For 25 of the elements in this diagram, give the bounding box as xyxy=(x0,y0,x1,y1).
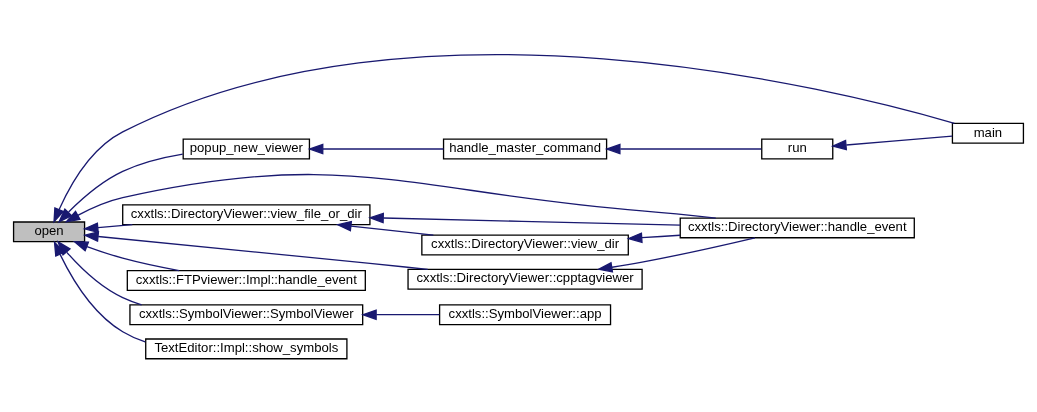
arrow xyxy=(626,231,681,243)
node-box: open xyxy=(12,220,86,242)
arrow xyxy=(368,212,681,226)
arrow xyxy=(72,240,180,271)
arrow xyxy=(57,152,184,223)
node-box: cxxtls::DirectoryViewer::handle_event xyxy=(679,216,915,238)
node-box: TextEditor::Impl::show_symbols xyxy=(145,337,348,359)
node-box: handle_master_command xyxy=(442,138,608,160)
arrow xyxy=(830,134,953,150)
arrow xyxy=(596,236,756,273)
node-box: cxxtls::SymbolViewer::app xyxy=(438,303,612,325)
node-box: cxxtls::DirectoryViewer::cpptagviewer xyxy=(407,268,643,290)
node-box: run xyxy=(761,138,834,160)
node-box: cxxtls::SymbolViewer::SymbolViewer xyxy=(129,303,364,325)
arrow xyxy=(361,308,441,320)
arrow xyxy=(307,143,445,155)
node-box: cxxtls::FTPviewer::Impl::handle_event xyxy=(126,269,366,291)
node-box: cxxtls::DirectoryViewer::view_file_or_dir xyxy=(122,203,371,225)
node-box: main xyxy=(951,122,1025,144)
arrow xyxy=(335,220,434,236)
arrow xyxy=(604,143,762,155)
arrow xyxy=(82,230,429,270)
arrow xyxy=(82,221,133,233)
node-box: popup_new_viewer xyxy=(182,138,311,160)
node-box: cxxtls::DirectoryViewer::view_dir xyxy=(421,234,629,255)
